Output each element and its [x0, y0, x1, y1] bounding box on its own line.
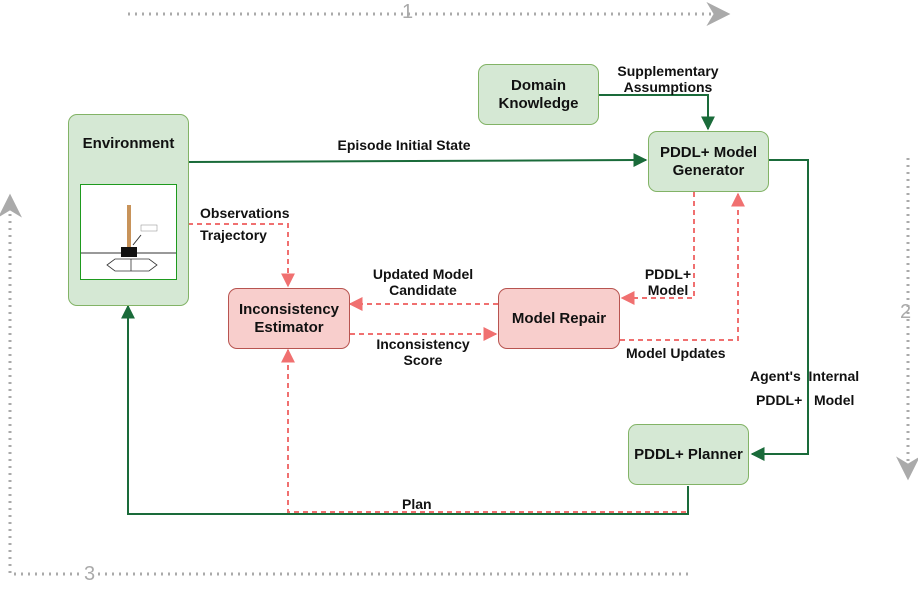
- model-repair-node: Model Repair: [498, 288, 620, 349]
- inconsistency-estimator-label: Inconsistency Estimator: [238, 300, 340, 336]
- environment-label: Environment: [82, 135, 175, 152]
- supplementary-assumptions-label: Supplementary Assumptions: [617, 63, 719, 95]
- pddl-model-label: PDDL+ Model: [644, 266, 692, 298]
- domain-knowledge-node: Domain Knowledge: [478, 64, 599, 125]
- edge-observations-trajectory: [188, 223, 295, 288]
- model-updates-label: Model Updates: [626, 345, 726, 361]
- agents-internal-label: Agent's Internal: [750, 368, 860, 384]
- pddl-model-internal-label: PDDL+ Model: [756, 392, 855, 408]
- loop-3-number: 3: [82, 563, 98, 585]
- model-generator-label: PDDL+ Model Generator: [659, 143, 758, 179]
- observations-label: Observations: [200, 205, 290, 221]
- model-generator-node: PDDL+ Model Generator: [648, 131, 769, 192]
- edge-plan-to-estimator: [281, 348, 686, 513]
- updated-model-candidate-label: Updated Model Candidate: [372, 266, 474, 298]
- inconsistency-score-label: Inconsistency Score: [376, 336, 470, 368]
- edge-model-updates: [620, 192, 745, 341]
- edge-pddl-model: [620, 192, 695, 305]
- loop-1-number: 1: [402, 1, 414, 23]
- edge-plan: [121, 304, 689, 515]
- edge-supplementary-assumptions: [598, 94, 715, 131]
- loop-3-arrow: [0, 193, 688, 576]
- loop-2-number: 2: [900, 301, 912, 323]
- cartpole-image: [80, 184, 177, 280]
- inconsistency-estimator-node: Inconsistency Estimator: [228, 288, 350, 349]
- domain-knowledge-label: Domain Knowledge: [498, 76, 579, 112]
- planner-node: PDDL+ Planner: [628, 424, 749, 485]
- episode-initial-state-label: Episode Initial State: [337, 137, 471, 153]
- edge-internal-model: [750, 159, 809, 461]
- plan-label: Plan: [402, 496, 432, 512]
- trajectory-label: Trajectory: [200, 227, 267, 243]
- model-repair-label: Model Repair: [511, 309, 607, 327]
- planner-label: PDDL+ Planner: [634, 445, 743, 463]
- edge-episode-initial-state: [187, 153, 648, 168]
